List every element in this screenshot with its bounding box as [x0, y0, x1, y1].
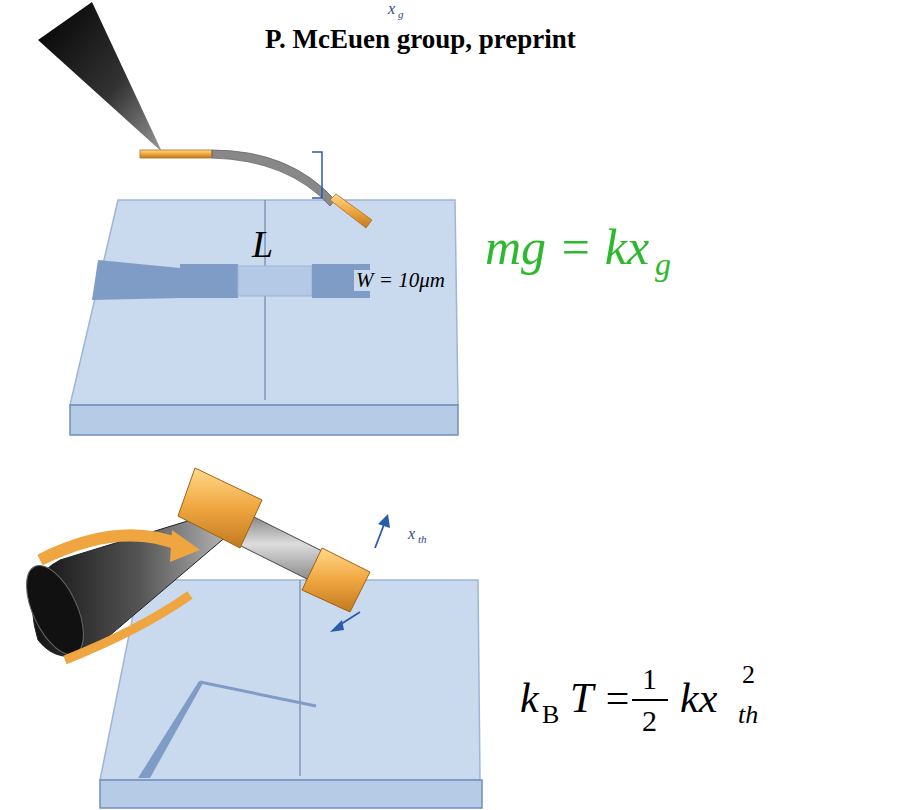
coordinate-subscript: th — [418, 534, 427, 545]
substrate-top — [70, 200, 458, 435]
coordinate: x — [408, 526, 415, 542]
energy-equation: kx — [680, 677, 717, 719]
width-dimension: W = 10μm — [354, 270, 447, 291]
equation-superscript: 2 — [742, 662, 755, 688]
thermal-cantilever — [15, 468, 668, 700]
equation-subscript: g — [655, 248, 671, 280]
energy-equation: T = — [570, 677, 631, 719]
force-equation: mg = kx — [485, 222, 649, 272]
equation-subscript: th — [738, 702, 758, 728]
title: P. McEuen group, preprint — [265, 26, 576, 53]
fraction-number: 1 — [642, 664, 657, 694]
energy-equation: k — [520, 677, 539, 719]
length-label: L — [252, 225, 273, 263]
equation-subscript: B — [542, 702, 559, 728]
coordinate: x — [388, 1, 395, 17]
fraction-number: 2 — [642, 706, 657, 736]
coordinate-subscript: g — [398, 9, 404, 20]
